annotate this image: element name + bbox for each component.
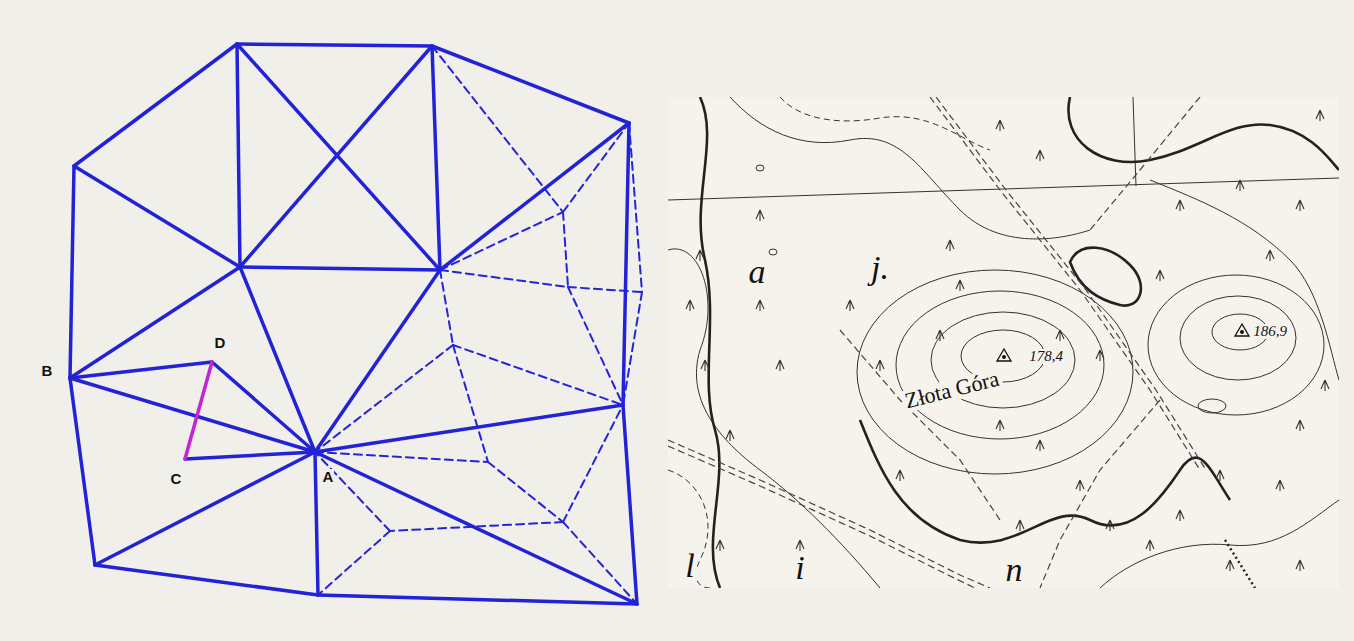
contour-line bbox=[896, 291, 1104, 439]
dashed-side bbox=[563, 522, 637, 604]
elevation-number: 186,9 bbox=[1251, 324, 1289, 339]
point-label: D bbox=[214, 335, 227, 350]
contour-line bbox=[668, 470, 710, 588]
road bbox=[668, 446, 975, 588]
dashed-side bbox=[563, 405, 623, 522]
dashed-side bbox=[568, 287, 623, 405]
network-side bbox=[432, 46, 629, 123]
dashed-side bbox=[318, 531, 390, 595]
map-letter: j. bbox=[869, 251, 891, 285]
point-label: B bbox=[41, 363, 54, 378]
grid-line bbox=[668, 178, 1339, 200]
network-side bbox=[315, 452, 318, 595]
dashed-side bbox=[488, 462, 563, 522]
network-side bbox=[74, 166, 240, 267]
network-side bbox=[623, 405, 637, 604]
dashed-side bbox=[568, 287, 642, 292]
network-side bbox=[237, 44, 432, 46]
contour-line bbox=[1150, 180, 1339, 380]
network-side bbox=[315, 270, 440, 452]
network-side bbox=[623, 123, 629, 405]
map-letter: n bbox=[1004, 553, 1025, 587]
dashed-side bbox=[315, 452, 488, 462]
contour-line bbox=[668, 249, 880, 588]
network-side bbox=[315, 405, 623, 452]
contour-line bbox=[1198, 399, 1226, 413]
dashed-side bbox=[315, 345, 453, 452]
road bbox=[936, 97, 1206, 470]
thick-contour bbox=[860, 420, 1230, 543]
network-side bbox=[70, 166, 74, 378]
grid-line bbox=[1133, 97, 1136, 186]
dashed-side bbox=[315, 452, 390, 531]
map-letter: i bbox=[793, 551, 806, 585]
dashed-side bbox=[440, 270, 568, 287]
dashed-side bbox=[440, 270, 453, 345]
map-letter: a bbox=[747, 255, 768, 289]
network-side bbox=[237, 44, 440, 270]
road bbox=[1090, 97, 1200, 230]
network-side bbox=[315, 452, 637, 604]
network-side bbox=[432, 46, 440, 270]
network-side bbox=[212, 362, 315, 452]
tree-symbols bbox=[686, 110, 1329, 571]
network-side bbox=[440, 123, 629, 270]
point-label: C bbox=[170, 471, 183, 486]
road bbox=[840, 330, 1000, 520]
road bbox=[1040, 400, 1160, 588]
thick-contour bbox=[1070, 248, 1141, 306]
dashed-side bbox=[453, 345, 623, 405]
network-side bbox=[95, 452, 315, 565]
network-side bbox=[240, 46, 432, 267]
contour-line bbox=[1100, 500, 1339, 588]
network-side bbox=[185, 452, 315, 459]
network-side bbox=[70, 378, 95, 565]
road bbox=[930, 97, 1200, 470]
network-side bbox=[74, 44, 237, 166]
network-side bbox=[70, 362, 212, 378]
trig-point bbox=[997, 349, 1011, 361]
map-ground bbox=[668, 97, 1339, 588]
trig-point bbox=[1003, 356, 1006, 359]
network-side bbox=[95, 565, 318, 595]
road bbox=[668, 440, 990, 588]
elevation-number: 178,4 bbox=[1027, 349, 1065, 364]
network-side bbox=[240, 267, 315, 452]
network-side bbox=[240, 267, 440, 270]
base-line bbox=[185, 362, 212, 459]
trig-point bbox=[1235, 324, 1249, 336]
map-letter: l bbox=[683, 549, 696, 583]
thick-contour bbox=[700, 97, 720, 588]
network-side bbox=[237, 44, 240, 267]
contour-line bbox=[857, 270, 1133, 474]
contour-line bbox=[1180, 296, 1296, 380]
map-point bbox=[769, 249, 777, 255]
map-point bbox=[756, 165, 764, 171]
network-side bbox=[70, 378, 315, 452]
contour-line bbox=[1148, 275, 1324, 415]
contour-line bbox=[780, 97, 990, 150]
thick-contour bbox=[1068, 97, 1339, 170]
network-side bbox=[318, 595, 637, 604]
dashed-side bbox=[629, 123, 642, 292]
contour-line bbox=[730, 97, 1090, 239]
network-side bbox=[70, 267, 240, 378]
dashed-side bbox=[563, 212, 568, 287]
point-label: A bbox=[322, 469, 335, 484]
trig-point bbox=[1241, 331, 1244, 334]
dashed-side bbox=[453, 345, 488, 462]
